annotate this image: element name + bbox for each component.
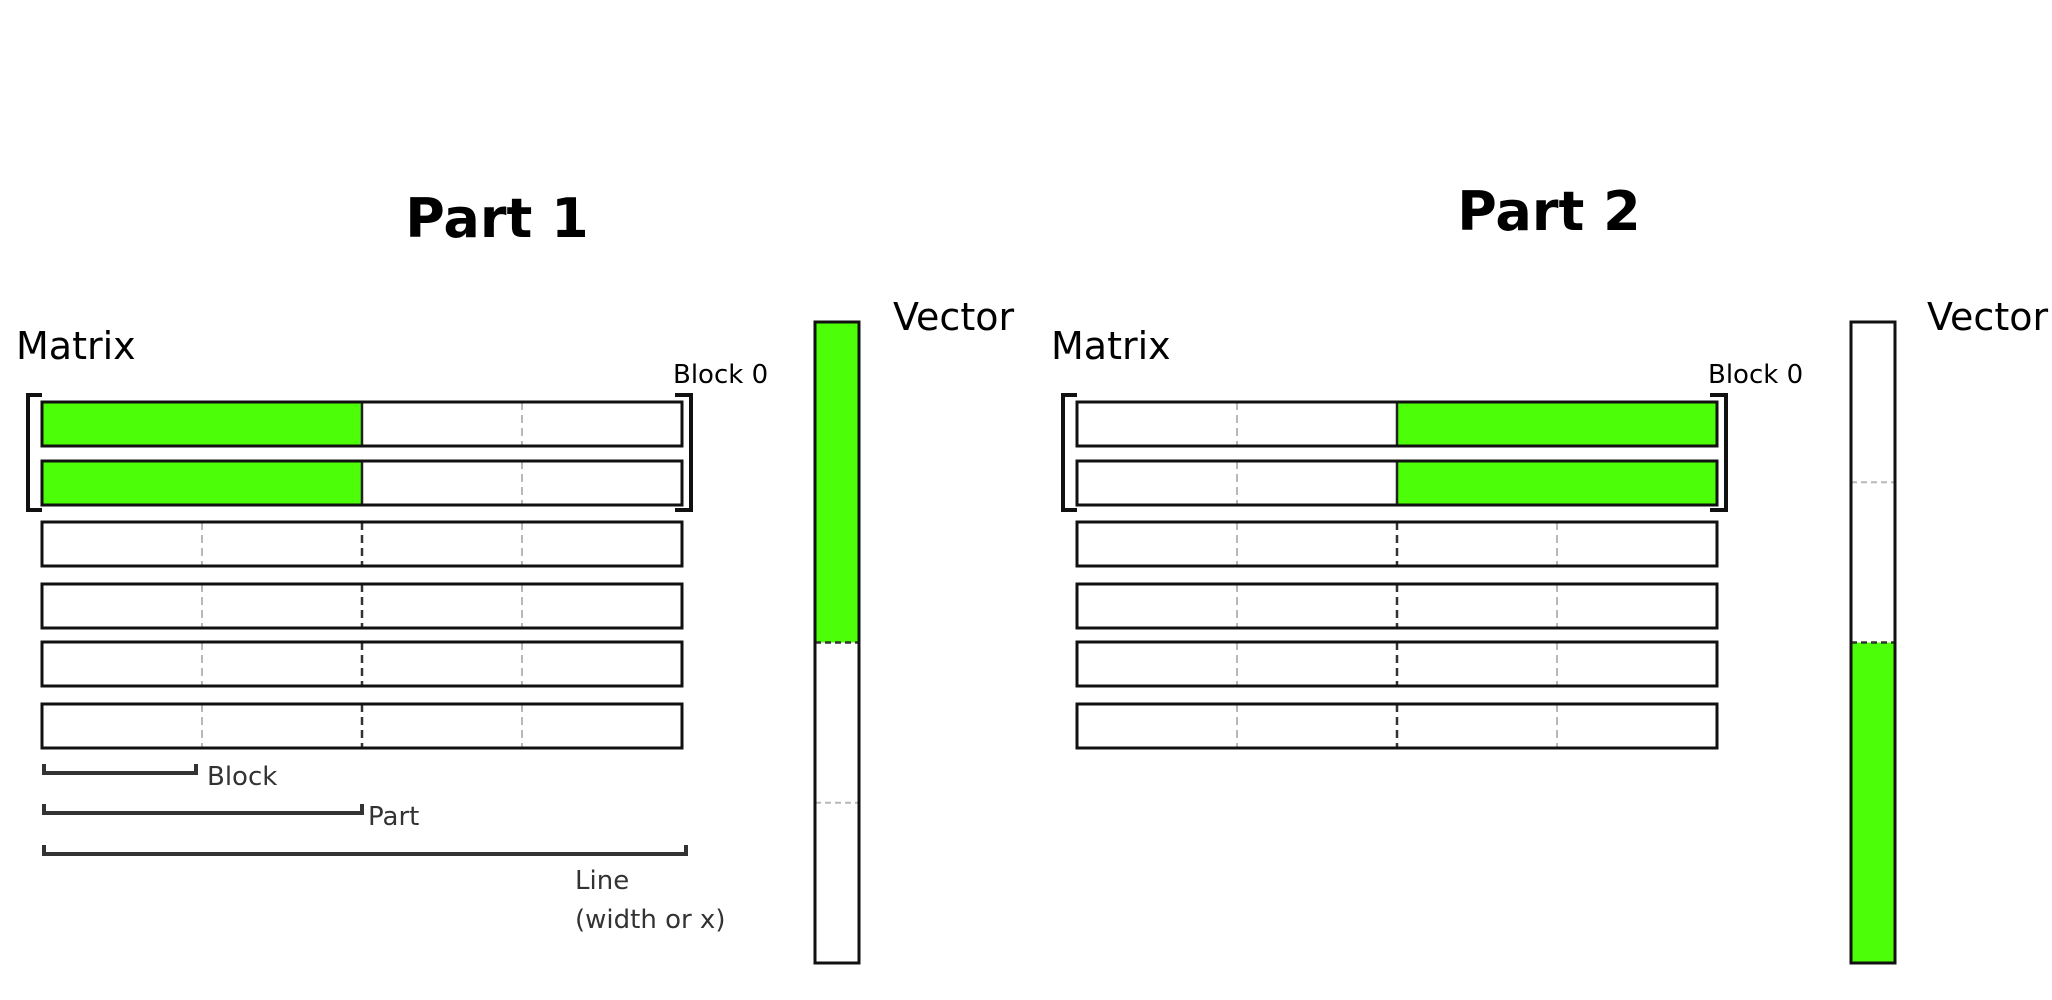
- highlighted-part-fill: [42, 461, 362, 505]
- matrix-row-outline: [40, 400, 684, 448]
- highlighted-part-fill: [42, 402, 362, 446]
- part-1-block0-bracket: [26, 393, 693, 512]
- matrix-row-outline: [1075, 702, 1719, 750]
- matrix-row: [40, 582, 684, 630]
- part-1-vector-label: Vector: [893, 295, 1014, 339]
- vector-outline: [1849, 320, 1897, 965]
- part-2-bracket-left: [1061, 393, 1077, 512]
- part-1-bracket-right: [675, 393, 693, 512]
- part-1-title: Part 1: [405, 187, 588, 250]
- matrix-row-outline: [40, 640, 684, 688]
- line-dimension-sublabel: (width or x): [575, 905, 725, 935]
- matrix-row-outline: [1075, 582, 1719, 630]
- part-1-block0-label: Block 0: [673, 360, 768, 390]
- matrix-row-outline: [40, 702, 684, 750]
- vector-outline: [813, 320, 861, 965]
- matrix-row: [40, 400, 684, 448]
- line-dimension-bracket: [42, 845, 688, 856]
- matrix-row: [1075, 582, 1719, 630]
- matrix-row: [1075, 640, 1719, 688]
- part-1-matrix-label: Matrix: [16, 324, 136, 368]
- part-2-title: Part 2: [1457, 180, 1640, 243]
- highlighted-part-fill: [1397, 402, 1717, 446]
- matrix-row: [40, 702, 684, 750]
- line-dimension-label: Line: [575, 866, 629, 896]
- matrix-row-outline: [1075, 459, 1719, 507]
- matrix-row: [1075, 702, 1719, 750]
- matrix-row: [40, 640, 684, 688]
- part-2-block0-label: Block 0: [1708, 360, 1803, 390]
- part-1-panel: Part 1 Matrix Block 0 Vector Block Part …: [16, 187, 1014, 965]
- part-1-vector: [813, 320, 861, 965]
- part-2-bracket-right: [1710, 393, 1728, 512]
- highlighted-part-fill: [1397, 461, 1717, 505]
- matrix-row: [1075, 400, 1719, 448]
- part-2-vector: [1849, 320, 1897, 965]
- matrix-row-outline: [40, 582, 684, 630]
- matrix-row-outline: [1075, 400, 1719, 448]
- part-dimension-label: Part: [368, 802, 419, 832]
- part-2-matrix-rows: [1075, 400, 1719, 750]
- part-1-bracket-left: [26, 393, 42, 512]
- matrix-row: [40, 520, 684, 568]
- vector-highlighted-part-fill: [1851, 642, 1895, 963]
- vector-highlighted-part-fill: [815, 322, 859, 643]
- matrix-row-outline: [1075, 640, 1719, 688]
- part-dimension-bracket: [42, 804, 364, 815]
- matrix-row-outline: [40, 520, 684, 568]
- part-2-matrix-label: Matrix: [1051, 324, 1171, 368]
- block-dimension-label: Block: [207, 762, 277, 792]
- matrix-row-outline: [40, 459, 684, 507]
- block-dimension-bracket: [42, 764, 198, 775]
- matrix-row: [40, 459, 684, 507]
- matrix-row: [1075, 520, 1719, 568]
- matrix-row-outline: [1075, 520, 1719, 568]
- dimension-legend: Block Part Line (width or x): [42, 762, 725, 935]
- part-1-matrix-rows: [40, 400, 684, 750]
- matrix-row: [1075, 459, 1719, 507]
- part-2-panel: Part 2 Matrix Block 0 Vector: [1051, 180, 2048, 965]
- part-2-block0-bracket: [1061, 393, 1728, 512]
- part-2-vector-label: Vector: [1927, 295, 2048, 339]
